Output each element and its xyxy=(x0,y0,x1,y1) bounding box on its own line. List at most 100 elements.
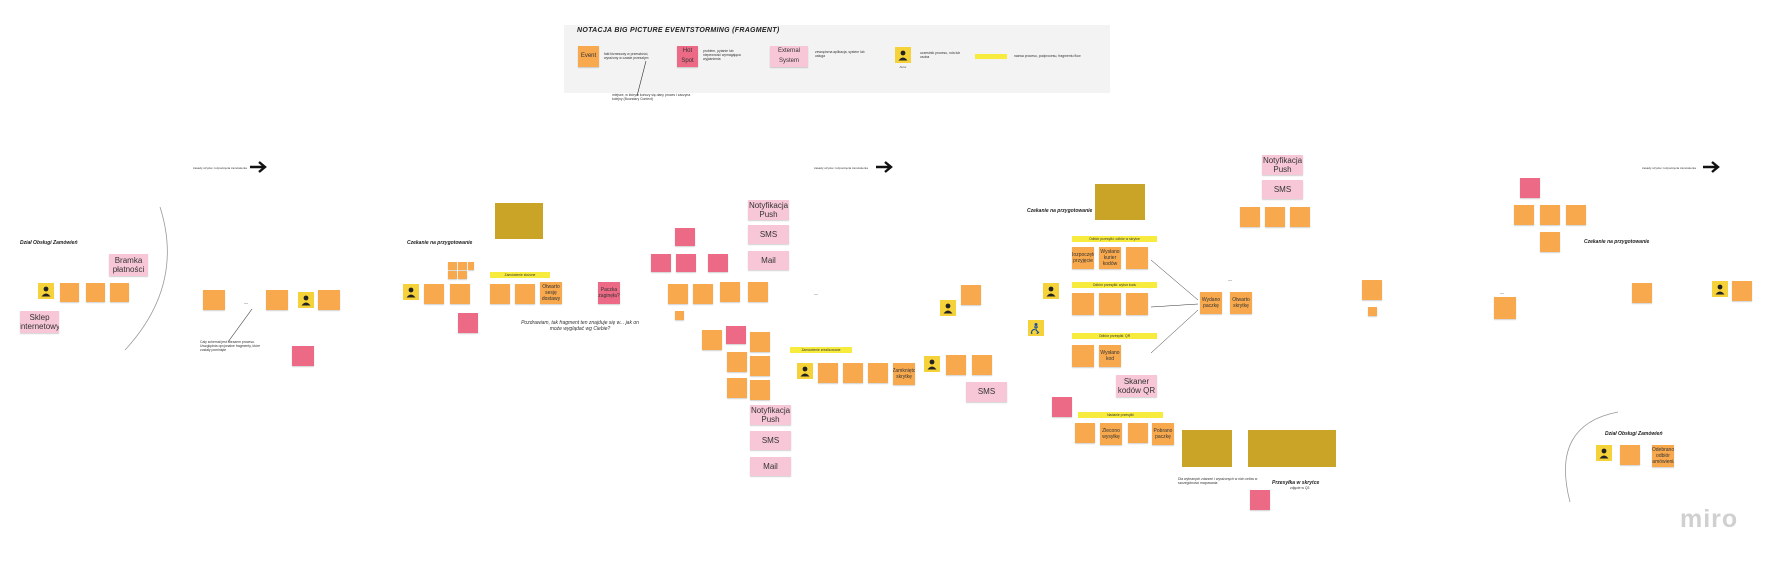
event-sticky[interactable] xyxy=(1566,205,1586,225)
event-sticky[interactable] xyxy=(318,290,340,310)
event-sticky[interactable] xyxy=(748,282,768,302)
hotspot-sticky[interactable] xyxy=(1052,397,1072,417)
event-sticky[interactable] xyxy=(720,282,740,302)
event-sticky[interactable] xyxy=(424,284,444,304)
event-sticky[interactable] xyxy=(1362,280,1382,300)
event-sticky[interactable] xyxy=(1128,423,1148,443)
event-otwarto-sesje[interactable]: Otwarto sesję dostawy xyxy=(540,282,562,304)
image-placeholder xyxy=(1182,430,1232,467)
event-sticky[interactable] xyxy=(1099,293,1121,315)
event-sticky[interactable] xyxy=(86,283,105,302)
event-sticky[interactable] xyxy=(110,283,129,302)
event-sticky[interactable] xyxy=(668,284,688,304)
mini-sticky[interactable] xyxy=(458,271,467,279)
event-sticky[interactable] xyxy=(818,363,838,383)
event-sticky[interactable] xyxy=(1290,207,1310,227)
actor-icon xyxy=(403,284,419,300)
image-placeholder xyxy=(1248,430,1336,467)
external-sms-1[interactable]: SMS xyxy=(748,225,789,244)
flow-arrow-1-icon xyxy=(250,161,267,173)
event-sticky[interactable] xyxy=(868,363,888,383)
external-notif-2[interactable]: Notyfikacja Push xyxy=(750,405,791,425)
external-sms-3[interactable]: SMS xyxy=(1262,180,1303,199)
external-sklep[interactable]: Sklep internetowy xyxy=(20,311,59,333)
external-mail-2[interactable]: Mail xyxy=(750,457,791,476)
hotspot-sticky[interactable] xyxy=(458,313,478,333)
hotspot-sticky[interactable] xyxy=(676,254,696,272)
event-sticky[interactable] xyxy=(490,284,510,304)
event-sticky[interactable] xyxy=(972,355,992,375)
event-sticky[interactable] xyxy=(1620,445,1640,465)
external-notif-3[interactable]: Notyfikacja Push xyxy=(1262,155,1303,175)
event-sticky[interactable] xyxy=(1240,207,1260,227)
flow-label-2: zasady użycia i rozpoczęcia zamówienia xyxy=(814,166,868,170)
event-sticky[interactable] xyxy=(266,290,288,310)
event-sticky[interactable] xyxy=(1494,297,1516,319)
event-wydano-paczke[interactable]: Wydano paczkę xyxy=(1200,292,1222,314)
external-mail-1[interactable]: Mail xyxy=(748,251,789,270)
hotspot-sticky[interactable] xyxy=(651,254,671,272)
mini-sticky[interactable] xyxy=(1368,307,1377,316)
event-sticky[interactable] xyxy=(450,284,470,304)
event-sticky[interactable] xyxy=(1126,293,1148,315)
hotspot-sticky[interactable] xyxy=(1520,178,1540,198)
section-3-heading: Czekanie na przygotowanie xyxy=(1027,208,1093,214)
event-sticky[interactable] xyxy=(1540,205,1560,225)
event-wyslano-kurier[interactable]: Wysłano kurier kodów xyxy=(1099,247,1121,269)
hotspot-sticky[interactable] xyxy=(292,346,314,366)
boundary-curve-2 xyxy=(1565,411,1619,503)
mini-sticky[interactable] xyxy=(448,262,457,270)
legend-hotspot-sticky[interactable]: Hot Spot xyxy=(677,46,698,67)
event-sticky[interactable] xyxy=(727,378,747,398)
event-sticky[interactable] xyxy=(1075,423,1095,443)
hotspot-sticky[interactable] xyxy=(1250,490,1270,510)
legend-external-sticky[interactable]: External System xyxy=(770,46,808,67)
hotspot-zaginela[interactable]: Paczka zaginęła? xyxy=(598,282,620,304)
event-sticky[interactable] xyxy=(1540,232,1560,252)
external-sms-2[interactable]: SMS xyxy=(750,431,791,450)
mini-sticky[interactable] xyxy=(448,271,457,279)
event-sticky[interactable] xyxy=(693,284,713,304)
event-sticky[interactable] xyxy=(727,352,747,372)
flow-arrow-3-icon xyxy=(1703,161,1720,173)
event-odebrano[interactable]: Odebrano odbiór zamówienia xyxy=(1652,445,1674,467)
phase-nadanie: Nadanie przesyłki xyxy=(1078,412,1163,418)
event-sticky[interactable] xyxy=(750,380,770,400)
event-sticky[interactable] xyxy=(750,356,770,376)
event-rozpoczeto[interactable]: Rozpoczęto przyjęcie xyxy=(1072,247,1094,269)
event-sticky[interactable] xyxy=(1632,283,1652,303)
event-sticky[interactable] xyxy=(203,290,225,310)
mini-sticky[interactable] xyxy=(458,262,467,270)
event-sticky[interactable] xyxy=(1126,247,1148,269)
legend-event-sticky[interactable]: Event xyxy=(578,46,599,67)
external-bramka[interactable]: Bramka płatności xyxy=(109,254,148,276)
external-skaner[interactable]: Skaner kodów QR xyxy=(1116,375,1157,397)
event-wyslano-kod[interactable]: Wysłano kod xyxy=(1099,345,1121,367)
event-sticky[interactable] xyxy=(843,363,863,383)
event-sticky[interactable] xyxy=(1072,293,1094,315)
event-sticky[interactable] xyxy=(1265,207,1285,227)
event-sticky[interactable] xyxy=(1732,281,1752,301)
event-pobrano[interactable]: Pobrano paczkę xyxy=(1152,423,1174,445)
event-sticky[interactable] xyxy=(702,330,722,350)
event-sticky[interactable] xyxy=(750,332,770,352)
event-sticky[interactable] xyxy=(1514,205,1534,225)
event-sticky[interactable] xyxy=(1072,345,1094,367)
external-notif-1[interactable]: Notyfikacja Push xyxy=(748,200,789,220)
hotspot-sticky[interactable] xyxy=(726,326,746,344)
mini-sticky[interactable] xyxy=(675,311,684,320)
event-otwarto-skrytke[interactable]: Otwarto skrytkę xyxy=(1230,292,1252,314)
hotspot-sticky[interactable] xyxy=(675,228,695,246)
note-question: Pozdrawiam, tak fragment ten znajduje si… xyxy=(521,320,639,332)
event-sticky[interactable] xyxy=(946,355,966,375)
event-zlecono[interactable]: Zlecono wysyłkę xyxy=(1100,423,1122,445)
event-zamknieto[interactable]: Zamknięto skrytkę xyxy=(893,363,915,385)
event-sticky[interactable] xyxy=(60,283,79,302)
event-sticky[interactable] xyxy=(515,284,535,304)
event-sticky[interactable] xyxy=(961,285,981,305)
legend-connector-line xyxy=(636,60,647,97)
boundary-curve-1 xyxy=(124,206,168,351)
mini-sticky[interactable] xyxy=(468,262,474,270)
hotspot-sticky[interactable] xyxy=(708,254,728,272)
external-sms-4[interactable]: SMS xyxy=(966,382,1007,402)
